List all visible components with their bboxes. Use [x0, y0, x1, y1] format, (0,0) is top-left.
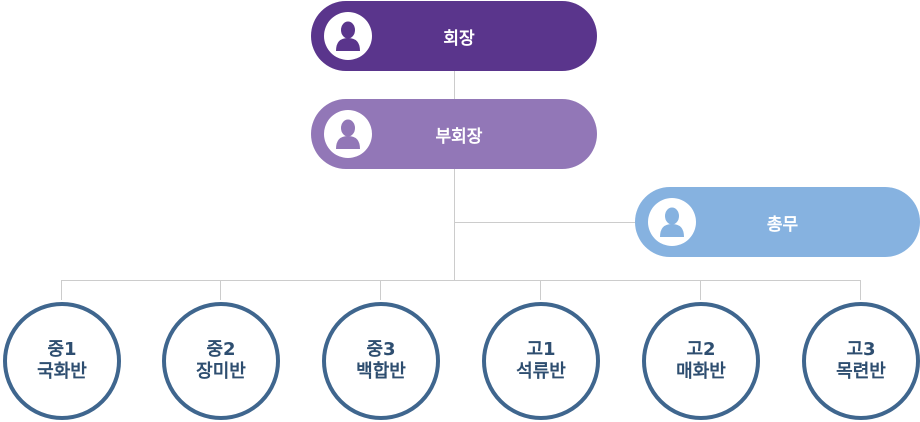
- class-name: 장미반: [196, 361, 246, 382]
- class-name: 석류반: [516, 361, 566, 382]
- person-icon: [648, 198, 696, 246]
- class-name: 국화반: [37, 361, 87, 382]
- class-node: 고2 매화반: [642, 302, 760, 420]
- secretary-label: 총무: [766, 214, 799, 235]
- class-name: 매화반: [676, 361, 726, 382]
- class-node: 중3 백합반: [322, 302, 440, 420]
- class-node: 고1 석류반: [482, 302, 600, 420]
- class-grade: 고2: [686, 339, 716, 360]
- class-name: 백합반: [356, 361, 406, 382]
- vice-president-node: 부회장: [311, 99, 597, 169]
- class-grade: 중2: [206, 339, 236, 360]
- class-grade: 고3: [846, 339, 876, 360]
- class-node: 고3 목련반: [802, 302, 920, 420]
- person-icon: [324, 110, 372, 158]
- president-label: 회장: [443, 28, 475, 49]
- class-name: 목련반: [836, 361, 886, 382]
- class-grade: 중1: [47, 339, 77, 360]
- secretary-node: 총무: [635, 187, 920, 257]
- person-icon: [324, 12, 372, 60]
- president-node: 회장: [311, 1, 597, 71]
- vice-president-label: 부회장: [435, 126, 483, 147]
- class-grade: 중3: [366, 339, 396, 360]
- class-grade: 고1: [526, 339, 556, 360]
- class-node: 중2 장미반: [162, 302, 280, 420]
- class-node: 중1 국화반: [3, 302, 121, 420]
